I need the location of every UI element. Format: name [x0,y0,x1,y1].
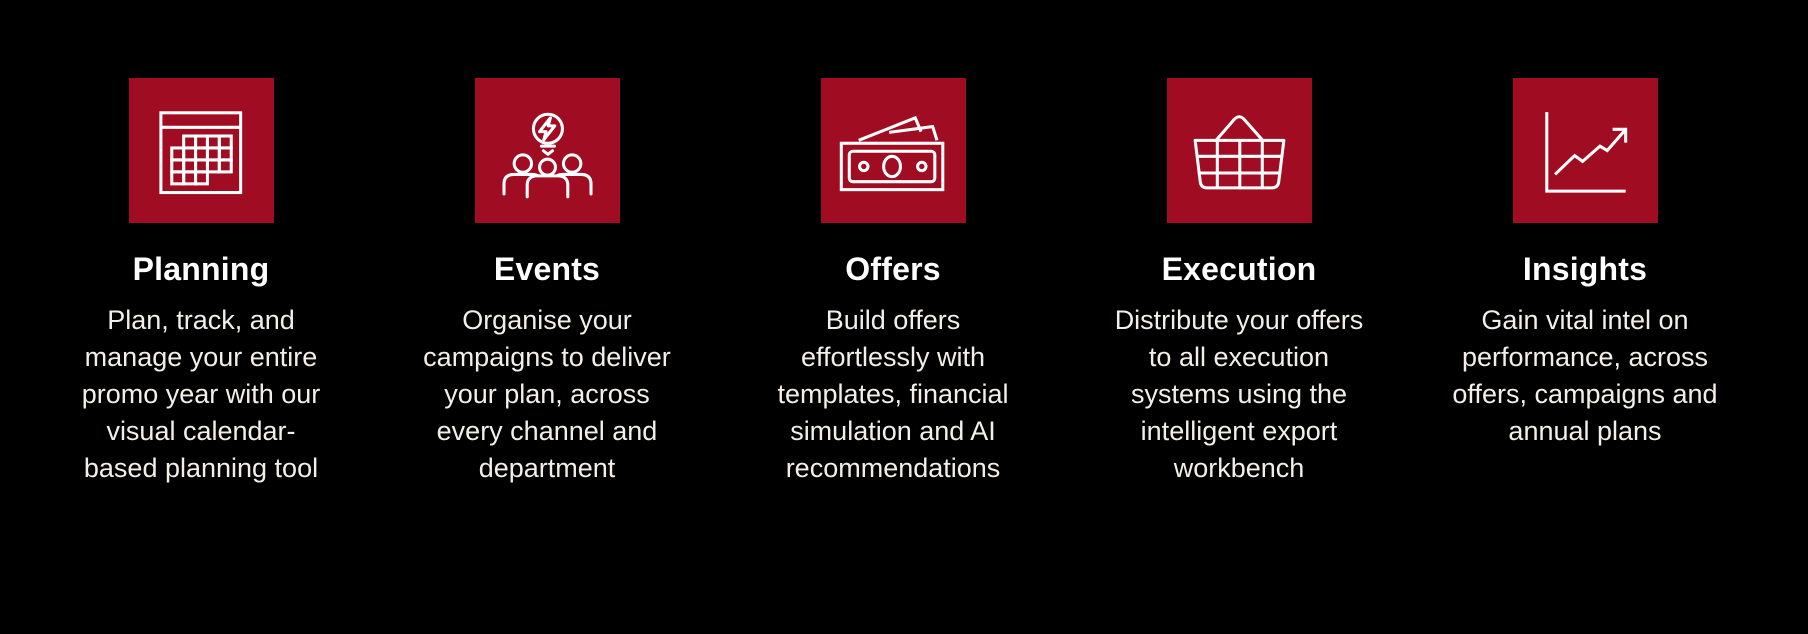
team-idea-icon [501,112,593,199]
offers-tile [820,78,966,223]
feature-offers: Offers Build offers effortlessly with te… [720,78,1066,487]
planning-tile [128,78,274,223]
calendar-icon [158,111,242,195]
feature-desc-offers: Build offers effortlessly with templates… [777,305,1009,483]
execution-tile [1166,78,1312,223]
feature-title-planning: Planning [132,251,270,287]
feature-title-insights: Insights [1522,251,1648,287]
feature-title-offers: Offers [845,251,941,287]
feature-desc-insights: Gain vital intel on performance, across … [1452,305,1718,446]
insights-tile [1512,78,1658,223]
growth-chart-icon [1544,112,1627,193]
feature-desc-events: Organise your campaigns to deliver your … [423,305,671,483]
feature-insights: Insights Gain vital intel on performance… [1412,78,1758,487]
basket-icon [1193,115,1285,190]
banknote-icon [839,115,944,192]
feature-title-execution: Execution [1161,251,1317,287]
feature-execution: Execution Distribute your offers to all … [1066,78,1412,487]
feature-desc-execution: Distribute your offers to all execution … [1114,305,1364,483]
feature-strip: Planning Plan, track, and manage your en… [28,78,1758,487]
feature-events: Events Organise your campaigns to delive… [374,78,720,487]
feature-title-events: Events [493,251,601,287]
feature-desc-planning: Plan, track, and manage your entire prom… [81,305,321,483]
feature-planning: Planning Plan, track, and manage your en… [28,78,374,487]
events-tile [474,78,620,223]
